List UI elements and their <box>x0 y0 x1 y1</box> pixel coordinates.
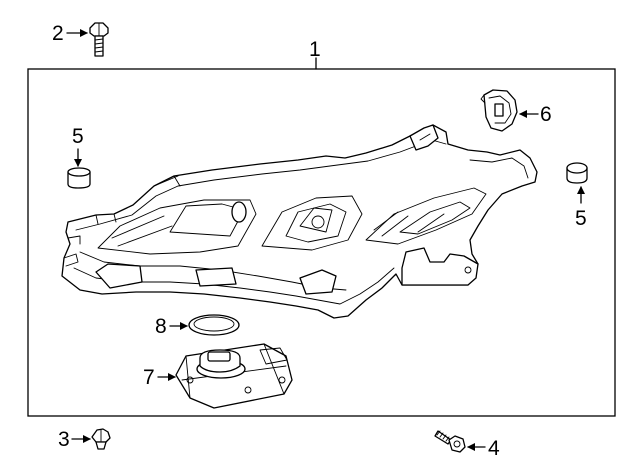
socket-icon <box>480 89 518 132</box>
screw-icon <box>434 430 466 453</box>
headlamp-housing-icon <box>61 124 538 319</box>
bolt-icon <box>89 22 109 57</box>
cap-right-icon <box>566 162 588 184</box>
callout-6-label: 6 <box>540 103 552 126</box>
callout-8-label: 8 <box>155 315 167 338</box>
callout-2-label: 2 <box>52 22 64 45</box>
callout-5-right-label: 5 <box>575 207 587 230</box>
callout-7-label: 7 <box>143 366 155 389</box>
callout-5-left-label: 5 <box>72 125 84 148</box>
callout-3-label: 3 <box>58 428 70 451</box>
cap-left-icon <box>67 167 91 189</box>
assembly-frame <box>27 68 616 417</box>
clip-icon <box>91 428 111 450</box>
ballast-module-icon <box>175 343 293 409</box>
gasket-ring-icon <box>188 314 240 336</box>
callout-1-label: 1 <box>309 38 321 61</box>
callout-4-label: 4 <box>488 437 500 460</box>
